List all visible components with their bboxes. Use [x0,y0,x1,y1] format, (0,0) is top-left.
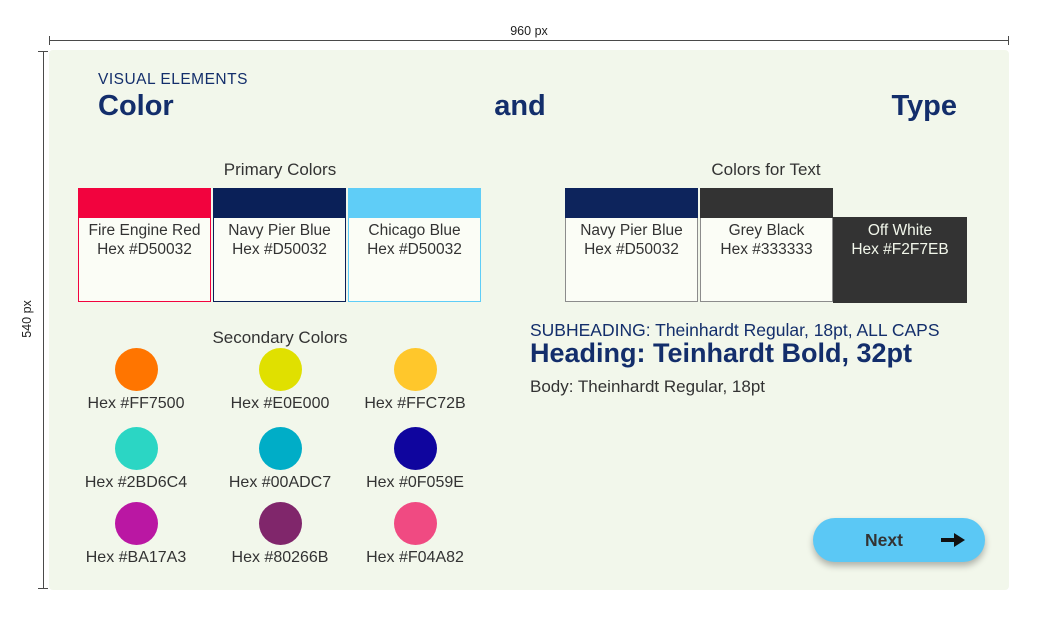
primary-color-cards: Fire Engine Red Hex #D50032 Navy Pier Bl… [78,188,481,302]
secondary-swatch: Hex #FFC72B [343,348,487,413]
secondary-swatch: Hex #80266B [208,502,352,567]
height-ruler-tick-bottom [38,588,48,589]
height-ruler-tick-top [38,51,48,52]
color-swatch-band [700,188,833,218]
width-ruler-tick-right [1008,36,1009,45]
text-color-card-off-white: Off White Hex #F2F7EB [833,217,967,303]
page-title-and: and [494,90,546,122]
color-dot [393,348,437,391]
color-dot [114,427,158,470]
color-swatch-band [213,188,346,218]
color-dot [258,427,302,470]
color-dot [393,427,437,470]
color-name: Off White [867,222,933,239]
color-hex: Hex #333333 [720,241,813,258]
color-hex: Hex #D50032 [232,241,327,258]
next-button-label: Next [865,530,903,550]
page-title-type: Type [891,90,957,122]
text-color-card-navy-pier-blue: Navy Pier Blue Hex #D50032 [565,188,698,302]
text-colors-title: Colors for Text [711,160,821,179]
color-dot [258,502,302,545]
color-dot-label: Hex #FFC72B [364,395,466,412]
next-button[interactable]: Next [813,518,985,562]
color-dot-label: Hex #2BD6C4 [84,474,188,491]
secondary-colors-title: Secondary Colors [212,328,348,347]
color-hex: Hex #D50032 [584,241,679,258]
height-ruler-line [43,51,44,589]
secondary-swatch: Hex #E0E000 [208,348,352,413]
text-color-cards: Navy Pier Blue Hex #D50032 Grey Black He… [565,188,833,302]
body-specimen: Body: Theinhardt Regular, 18pt [530,377,766,396]
color-name: Navy Pier Blue [228,222,331,239]
color-dot-label: Hex #00ADC7 [228,474,332,491]
secondary-swatch: Hex #BA17A3 [64,502,208,567]
width-ruler-label: 960 px [510,24,548,38]
secondary-swatch: Hex #FF7500 [64,348,208,413]
color-hex: Hex #D50032 [367,241,462,258]
secondary-swatch: Hex #2BD6C4 [64,427,208,492]
color-hex: Hex #D50032 [97,241,192,258]
text-color-card-grey-black: Grey Black Hex #333333 [700,188,833,302]
secondary-swatch: Hex #F04A82 [343,502,487,567]
color-dot-label: Hex #F04A82 [366,549,464,566]
secondary-swatch: Hex #0F059E [343,427,487,492]
color-name: Grey Black [728,222,805,239]
subheading-specimen: SUBHEADING: Theinhardt Regular, 18pt, AL… [530,320,940,340]
color-dot [114,502,158,545]
color-dot-label: Hex #FF7500 [87,395,185,412]
slide-panel: VISUAL ELEMENTS Color and Type Primary C… [49,50,1009,590]
primary-colors-title: Primary Colors [223,160,337,179]
color-name: Chicago Blue [368,222,461,239]
color-dot [114,348,158,391]
color-dot-label: Hex #E0E000 [230,395,330,412]
heading-specimen: Heading: Teinhardt Bold, 32pt [530,338,913,368]
color-swatch-band [565,188,698,218]
width-ruler-line [49,40,1009,41]
color-card-chicago-blue: Chicago Blue Hex #D50032 [348,188,481,302]
color-dot-label: Hex #80266B [231,549,329,566]
color-swatch-band [78,188,211,218]
secondary-swatch: Hex #00ADC7 [208,427,352,492]
color-swatch-band [348,188,481,218]
height-ruler-label: 540 px [20,300,34,338]
color-card-fire-engine-red: Fire Engine Red Hex #D50032 [78,188,211,302]
page-title-color: Color [98,90,174,122]
color-dot [393,502,437,545]
color-dot [258,348,302,391]
color-name: Fire Engine Red [88,222,201,239]
color-name: Navy Pier Blue [580,222,683,239]
width-ruler-tick-left [49,36,50,45]
arrow-right-icon [941,533,965,547]
color-dot-label: Hex #BA17A3 [85,549,187,566]
eyebrow-label: VISUAL ELEMENTS [98,71,248,88]
color-hex: Hex #F2F7EB [851,241,949,258]
color-card-navy-pier-blue: Navy Pier Blue Hex #D50032 [213,188,346,302]
color-dot-label: Hex #0F059E [366,474,464,491]
